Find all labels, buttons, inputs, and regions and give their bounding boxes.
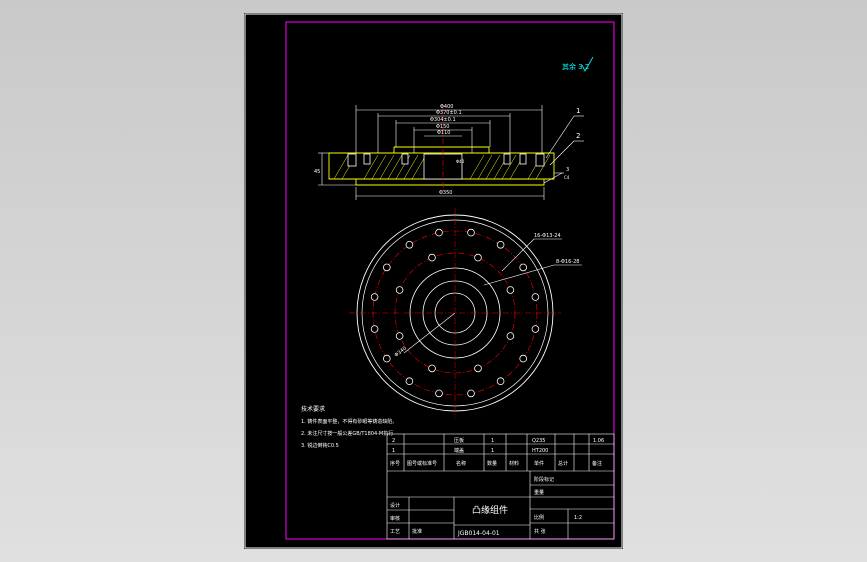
parts-row1-no: 2	[392, 438, 395, 444]
dim-d2: Φ304±0.1	[430, 117, 456, 123]
dim-bottom: Φ350	[439, 190, 452, 196]
bolt-hole-outer	[383, 354, 391, 363]
section-view: 1 2 Φ400 Φ370±0.1 Φ304±0.1 Φ150 Φ110 Φ40…	[314, 104, 584, 200]
dim-left-h: 45	[314, 169, 320, 175]
parts-row2-no: 1	[392, 448, 395, 454]
parts-row1-material: Q235	[532, 438, 545, 444]
roughness-note: 其余 3.2	[562, 62, 589, 71]
bolt-hole-outer	[467, 389, 475, 398]
parts-header-name: 名称	[456, 460, 466, 467]
tb-sheet-label: 共 张	[534, 528, 546, 535]
tech-requirements: 技术要求 1. 铸件表面平整，不得有砂眼等铸造缺陷。 2. 未注尺寸按一般公差G…	[301, 405, 397, 449]
parts-header-note: 备注	[592, 460, 602, 467]
bolt-hole-outer	[370, 325, 379, 333]
parts-header-no: 序号	[390, 460, 400, 467]
bolt-hole-inner	[395, 286, 404, 294]
outer-frame	[244, 13, 623, 549]
plan-view: 16-Φ13-24 8-Φ16-28 Φ340	[349, 208, 582, 418]
leader-1-label: 1	[576, 107, 580, 115]
leader-2-label: 2	[576, 132, 580, 140]
bolt-hole-outer	[405, 241, 414, 249]
parts-header-unit: 单件	[534, 460, 544, 467]
bolt-hole-outer	[370, 293, 379, 301]
parts-header-std: 图号或标准号	[407, 460, 437, 467]
parts-row1-note: 1.06	[593, 438, 604, 444]
bolt-hole-outer	[435, 389, 443, 398]
tb-weight-label: 重量	[534, 489, 544, 496]
tech-req-line-2: 2. 未注尺寸按一般公差GB/T1804-M执行	[301, 430, 393, 437]
bolt-hole-outer	[383, 263, 391, 272]
bolt-hole-outer	[531, 293, 540, 301]
drawing-sheet: 其余 3.2	[244, 13, 623, 549]
dim-d3: Φ150	[436, 124, 449, 130]
bolt-hole-outer	[496, 377, 505, 386]
tech-req-line-3: 3. 锐边倒钝C0.5	[301, 442, 339, 449]
dim-chamfer: C4	[564, 175, 570, 180]
parts-row1-qty: 1	[491, 438, 494, 444]
tb-label-design: 设计	[390, 502, 400, 509]
bolt-hole-outer	[496, 241, 505, 249]
hole-note-1: 16-Φ13-24	[534, 233, 561, 239]
bolt-hole-outer	[435, 228, 443, 237]
bolt-hole-inner	[428, 253, 436, 262]
parts-header-material: 材料	[509, 460, 519, 467]
bolt-hole-outer	[519, 354, 528, 363]
parts-row2-name: 端盖	[454, 447, 464, 454]
tb-scale-value: 1:2	[574, 515, 582, 521]
parts-list-text: 2 压板 1 Q235 1.06 1 端盖 1 HT200 序号 图号或标准号 …	[390, 437, 604, 537]
bolt-hole-outer	[467, 228, 475, 237]
dim-d1: Φ370±0.1	[436, 110, 462, 116]
tb-label-approve: 批准	[412, 528, 422, 535]
parts-header-total: 总计	[558, 460, 568, 467]
hole-note-2: 8-Φ16-28	[556, 259, 579, 265]
bolt-hole-inner	[506, 286, 515, 294]
title-block	[386, 433, 615, 540]
parts-row2-qty: 1	[491, 448, 494, 454]
tech-req-line-1: 1. 铸件表面平整，不得有砂眼等铸造缺陷。	[301, 418, 397, 425]
dim-d5: Φ40	[456, 159, 465, 164]
tb-part-name: 凸缘组件	[472, 504, 508, 516]
tb-stage-mark: 阶段标记	[534, 476, 554, 483]
dim-right-h: 3	[566, 167, 569, 173]
tech-req-title: 技术要求	[301, 405, 325, 413]
bolt-hole-inner	[474, 253, 482, 262]
tb-drawing-no: JGB014-04-01	[457, 530, 500, 537]
tb-label-review: 审核	[390, 515, 400, 522]
dim-d4: Φ110	[437, 130, 450, 136]
parts-header-qty: 数量	[487, 460, 497, 467]
parts-row1-name: 压板	[454, 437, 464, 444]
dim-overall: Φ400	[440, 104, 453, 110]
roughness-icon	[581, 56, 594, 72]
bolt-hole-outer	[519, 263, 528, 272]
bolt-hole-outer	[405, 377, 414, 386]
bolt-hole-inner	[474, 364, 482, 373]
drawing-canvas: 其余 3.2	[244, 13, 623, 549]
bolt-hole-outer	[531, 325, 540, 333]
tb-label-process: 工艺	[390, 529, 400, 535]
bolt-hole-inner	[395, 332, 404, 340]
bolt-hole-inner	[506, 332, 515, 340]
bolt-hole-inner	[428, 364, 436, 373]
tb-scale-label: 比例	[534, 514, 544, 521]
parts-row2-material: HT200	[532, 448, 548, 454]
